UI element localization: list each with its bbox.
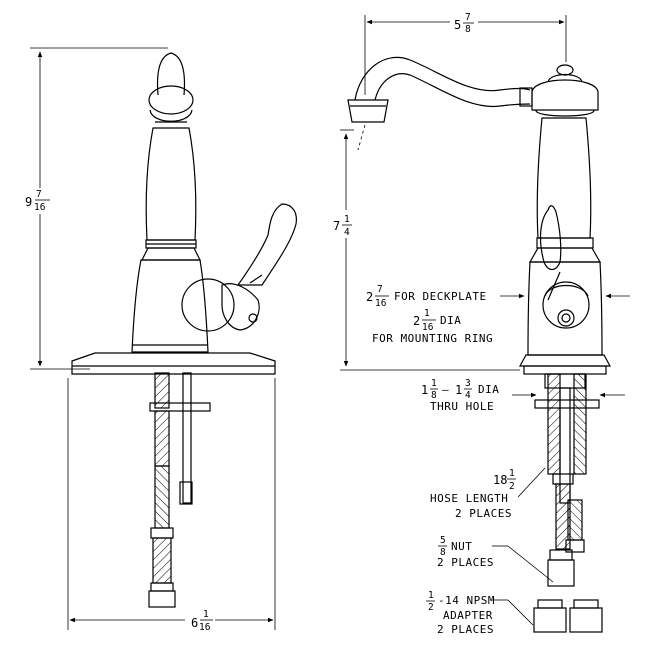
svg-text:3: 3 bbox=[465, 378, 471, 389]
svg-text:9: 9 bbox=[25, 195, 32, 209]
front-height-label: 9 7 16 bbox=[25, 189, 50, 213]
svg-text:1: 1 bbox=[431, 378, 437, 389]
svg-text:THRU HOLE: THRU HOLE bbox=[430, 400, 494, 413]
svg-text:7: 7 bbox=[36, 189, 42, 200]
svg-text:1: 1 bbox=[428, 590, 434, 601]
svg-text:DIA: DIA bbox=[440, 314, 461, 327]
svg-text:2: 2 bbox=[413, 314, 420, 328]
svg-text:7: 7 bbox=[333, 219, 340, 233]
deckplate-label: 2 7 16 FOR DECKPLATE bbox=[366, 284, 487, 309]
hose-length-label: 18 1 2 HOSE LENGTH 2 PLACES bbox=[430, 468, 516, 520]
svg-text:1: 1 bbox=[203, 609, 209, 620]
svg-text:8: 8 bbox=[440, 547, 446, 558]
svg-text:4: 4 bbox=[344, 227, 350, 238]
svg-text:–: – bbox=[442, 383, 449, 396]
svg-text:DIA: DIA bbox=[478, 383, 499, 396]
svg-text:18: 18 bbox=[493, 473, 507, 487]
svg-text:1: 1 bbox=[455, 383, 462, 397]
front-dimensions bbox=[30, 47, 276, 630]
svg-text:ADAPTER: ADAPTER bbox=[443, 609, 493, 622]
svg-text:5: 5 bbox=[440, 535, 446, 546]
side-view bbox=[347, 56, 612, 633]
mounting-ring-label: 2 1 16 DIA FOR MOUNTING RING bbox=[372, 308, 493, 345]
svg-text:FOR DECKPLATE: FOR DECKPLATE bbox=[394, 290, 487, 303]
svg-text:1: 1 bbox=[424, 308, 430, 319]
svg-text:16: 16 bbox=[422, 322, 434, 333]
nut-label: 5 8 NUT 2 PLACES bbox=[437, 535, 494, 569]
svg-text:16: 16 bbox=[34, 202, 46, 213]
svg-text:5: 5 bbox=[454, 18, 461, 32]
svg-text:2: 2 bbox=[428, 602, 434, 613]
svg-text:2: 2 bbox=[509, 481, 515, 492]
svg-text:7: 7 bbox=[465, 12, 471, 23]
svg-text:2 PLACES: 2 PLACES bbox=[437, 556, 494, 569]
thru-hole-label: 1 1 8 – 1 3 4 DIA THRU HOLE bbox=[421, 378, 499, 413]
svg-text:2 PLACES: 2 PLACES bbox=[455, 507, 512, 520]
svg-text:2: 2 bbox=[366, 290, 373, 304]
adapter-label: 1 2 -14 NPSM ADAPTER 2 PLACES bbox=[426, 590, 495, 636]
svg-text:1: 1 bbox=[344, 214, 350, 225]
side-dimensions bbox=[340, 15, 630, 626]
svg-text:4: 4 bbox=[465, 390, 471, 401]
svg-text:NUT: NUT bbox=[451, 540, 472, 553]
reach-label: 5 7 8 bbox=[454, 12, 474, 35]
svg-text:8: 8 bbox=[465, 24, 471, 35]
svg-text:HOSE LENGTH: HOSE LENGTH bbox=[430, 492, 508, 505]
front-width-label: 6 1 16 bbox=[191, 609, 213, 633]
svg-text:1: 1 bbox=[421, 383, 428, 397]
svg-text:6: 6 bbox=[191, 616, 198, 630]
spout-height-label: 7 1 4 bbox=[333, 214, 352, 238]
front-view bbox=[71, 52, 297, 608]
svg-text:8: 8 bbox=[431, 390, 437, 401]
svg-text:16: 16 bbox=[199, 622, 211, 633]
svg-text:7: 7 bbox=[377, 284, 383, 295]
svg-text:-14 NPSM: -14 NPSM bbox=[438, 594, 495, 607]
svg-text:FOR MOUNTING RING: FOR MOUNTING RING bbox=[372, 332, 493, 345]
svg-text:2 PLACES: 2 PLACES bbox=[437, 623, 494, 636]
svg-text:1: 1 bbox=[509, 468, 515, 479]
svg-text:16: 16 bbox=[375, 298, 387, 309]
